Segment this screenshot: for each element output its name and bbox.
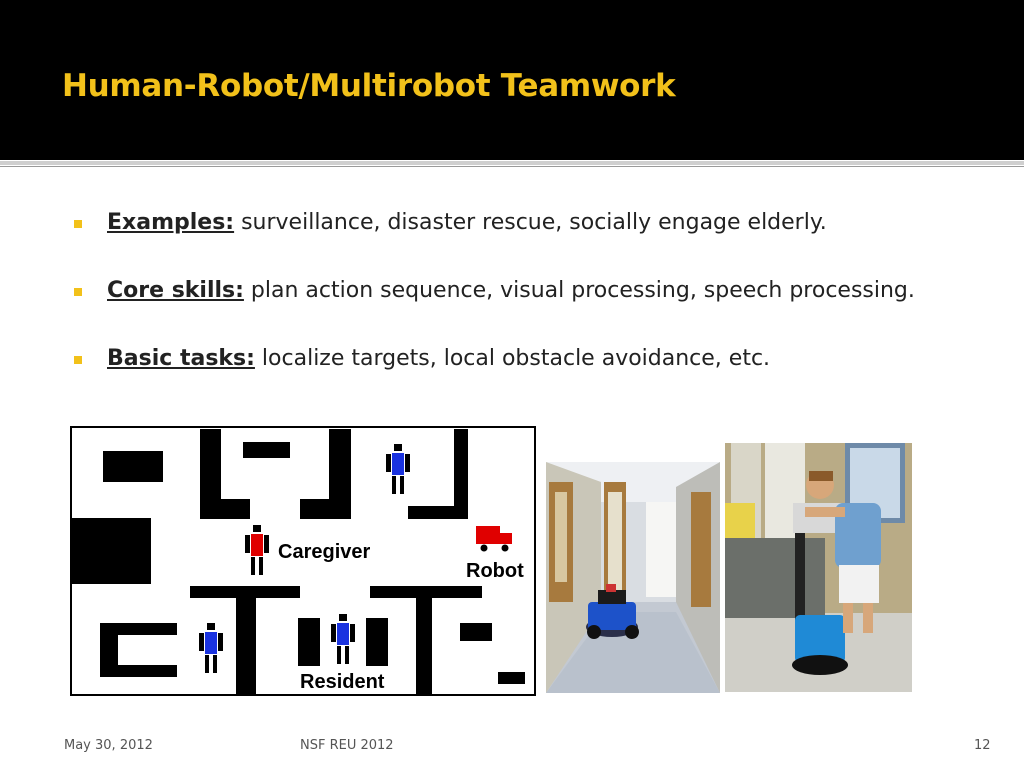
map-walls: [72, 429, 525, 696]
bullet-square-icon: [74, 356, 82, 364]
header-divider: [0, 161, 1024, 165]
bullet-basic-tasks: Basic tasks: localize targets, local obs…: [74, 346, 1004, 414]
bullet-text: Examples: surveillance, disaster rescue,…: [107, 210, 827, 235]
bullet-text: Core skills: plan action sequence, visua…: [107, 278, 915, 303]
robot-icon: [476, 526, 512, 552]
floor-map-diagram: Caregiver Robot Resident: [70, 426, 536, 696]
bullet-term: Core skills:: [107, 278, 244, 303]
header-divider-thin: [0, 166, 1024, 167]
robot-label: Robot: [466, 560, 524, 582]
bullet-list: Examples: surveillance, disaster rescue,…: [74, 210, 1004, 414]
footer-center-text: NSF REU 2012: [300, 738, 394, 753]
resident-label: Resident: [300, 671, 385, 693]
bullet-body: localize targets, local obstacle avoidan…: [254, 346, 771, 371]
page-number: 12: [974, 738, 991, 753]
person-with-robot-photo: [725, 443, 912, 692]
slide-title: Human-Robot/Multirobot Teamwork: [62, 68, 676, 104]
bullet-term: Examples:: [107, 210, 235, 235]
footer-date: May 30, 2012: [64, 738, 153, 753]
hallway-robot-photo: [546, 462, 720, 693]
resident-figure-center: [331, 614, 355, 664]
bullet-core-skills: Core skills: plan action sequence, visua…: [74, 278, 1004, 346]
slide-header: Human-Robot/Multirobot Teamwork: [0, 0, 1024, 160]
bullet-square-icon: [74, 288, 82, 296]
bullet-text: Basic tasks: localize targets, local obs…: [107, 346, 770, 371]
bullet-body: surveillance, disaster rescue, socially …: [234, 210, 827, 235]
bullet-square-icon: [74, 220, 82, 228]
resident-figure-left: [199, 623, 223, 673]
caregiver-figure: [245, 525, 269, 575]
bullet-term: Basic tasks:: [107, 346, 255, 371]
resident-figure-top: [386, 444, 410, 494]
caregiver-label: Caregiver: [278, 541, 370, 563]
bullet-examples: Examples: surveillance, disaster rescue,…: [74, 210, 1004, 278]
bullet-body: plan action sequence, visual processing,…: [243, 278, 915, 303]
